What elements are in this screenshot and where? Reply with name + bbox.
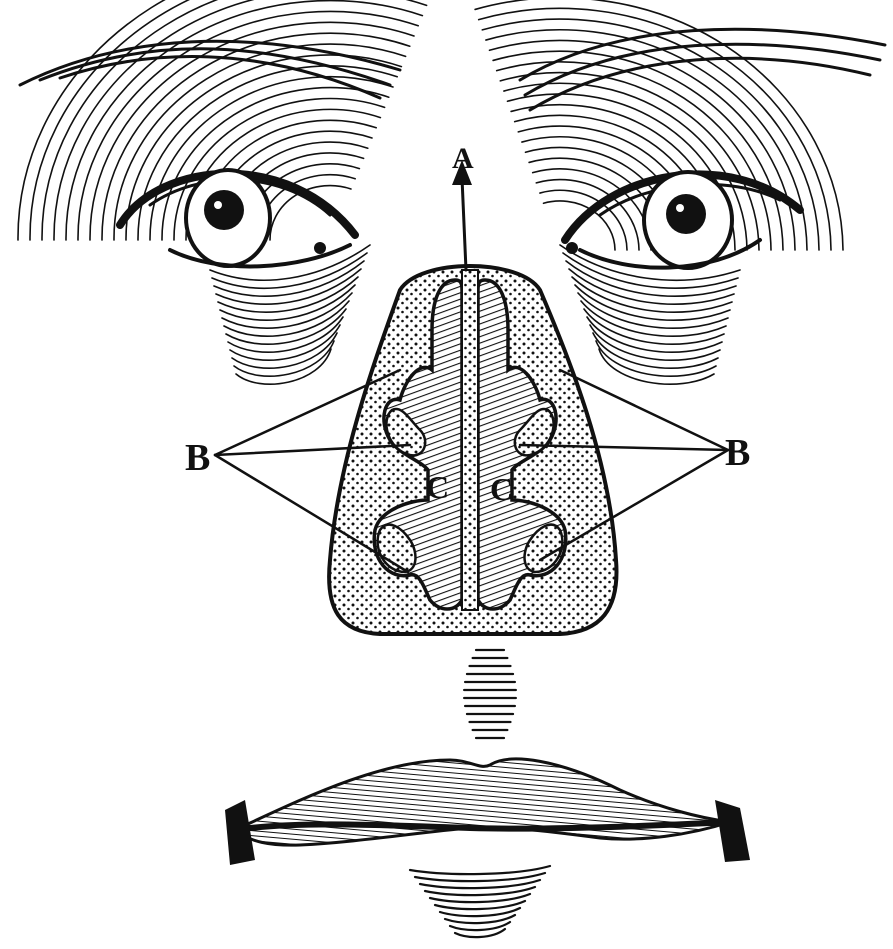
left-eye [120, 170, 355, 266]
nasal-septum [462, 270, 478, 610]
label-b-right: B [725, 432, 750, 474]
label-b-left: B [185, 437, 210, 479]
hatch-stroke [599, 349, 714, 384]
hatch-stroke [410, 866, 550, 874]
philtrum-hatching [464, 650, 516, 738]
label-a: A [452, 142, 474, 175]
lips [225, 759, 750, 865]
label-c-right: C [490, 471, 513, 507]
arrow-a [452, 160, 472, 270]
right-eye [565, 172, 800, 268]
chin-hatching [410, 866, 550, 937]
label-c-left: C [426, 469, 449, 505]
